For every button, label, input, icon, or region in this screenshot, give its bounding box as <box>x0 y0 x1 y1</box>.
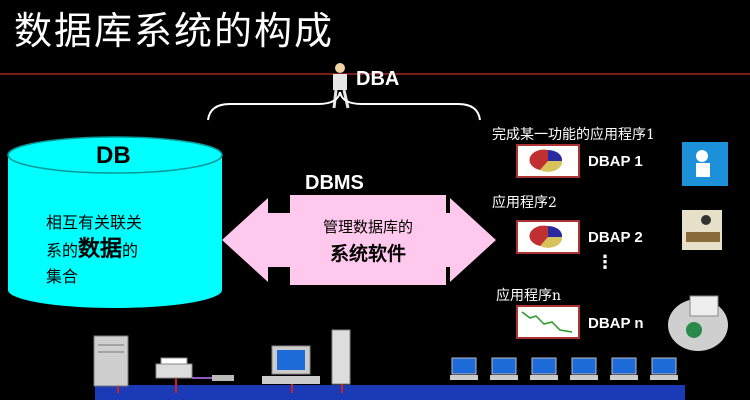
dba-brace <box>207 91 481 121</box>
desktop-pc-icon <box>262 329 351 385</box>
title-divider <box>0 73 750 75</box>
dbms-desc-line2: 系统软件 <box>329 243 406 265</box>
dbms-box <box>290 195 446 285</box>
app2-label: DBAP 2 <box>588 229 643 246</box>
page-title: 数据库系统的构成 <box>14 9 335 53</box>
printer-icon <box>155 357 234 381</box>
network-drops <box>117 378 343 393</box>
server-icon <box>93 335 129 387</box>
dbms-label: DBMS <box>305 172 364 194</box>
workstation-row <box>451 357 677 375</box>
appn-label: DBAP n <box>588 315 644 332</box>
app2-title: 应用程序2 <box>492 195 557 211</box>
user-at-laptop-icon <box>668 295 728 351</box>
appn-title: 应用程序n <box>496 288 562 304</box>
app2-pie-thumb <box>516 220 580 254</box>
app1-title: 完成某一功能的应用程序1 <box>492 127 655 143</box>
ellipsis-dots: ⋮ <box>596 252 614 273</box>
app1-label: DBAP 1 <box>588 153 643 170</box>
dba-person-icon <box>332 63 350 109</box>
dbms-description: 管理数据库的 系统软件 <box>300 216 436 266</box>
appn-line-thumb <box>516 305 580 339</box>
db-desc-line1: 相互有关联关 <box>46 213 143 232</box>
db-cylinder <box>7 136 223 308</box>
user-at-desk-icon <box>682 210 722 250</box>
dbms-desc-line1: 管理数据库的 <box>322 218 413 236</box>
user-at-computer-icon <box>682 142 728 186</box>
db-desc-line2: 系的数据的 <box>46 236 139 262</box>
dba-label: DBA <box>356 68 400 90</box>
db-description: 相互有关联关 系的数据的 集合 <box>46 210 196 290</box>
db-label: DB <box>96 142 131 169</box>
network-line <box>95 385 685 400</box>
app1-pie-thumb <box>516 144 580 178</box>
db-desc-line3: 集合 <box>46 267 79 286</box>
